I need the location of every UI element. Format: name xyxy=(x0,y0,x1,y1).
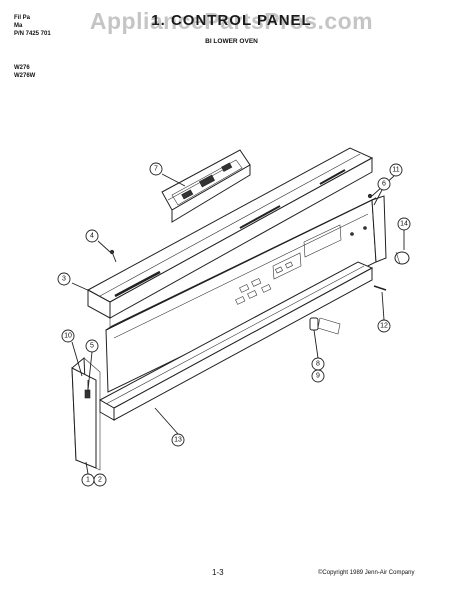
callout-14: 14 xyxy=(397,217,411,231)
header-line: Fil Pa xyxy=(14,15,31,21)
callout-7: 7 xyxy=(149,162,163,176)
callout-8: 8 xyxy=(311,357,325,371)
callout-label: 1 xyxy=(86,477,90,484)
part-hardware xyxy=(84,193,410,399)
header-line: Ma xyxy=(14,23,23,29)
part-top-trim xyxy=(86,147,374,335)
callout-label: 3 xyxy=(62,276,66,283)
callout-1: 1 xyxy=(81,473,95,487)
callout-label: 4 xyxy=(90,233,94,240)
part-end-cap xyxy=(71,356,101,471)
callout-label: 7 xyxy=(154,166,158,173)
callout-2: 2 xyxy=(93,473,107,487)
watermark: AppliancePartsPros.com xyxy=(89,8,374,34)
header-line: P/N 7425 701 xyxy=(14,31,51,37)
callout-label: 10 xyxy=(64,333,72,340)
callout-label: 8 xyxy=(316,361,320,368)
callout-label: 6 xyxy=(382,181,386,188)
model-list: W276 W276W xyxy=(14,64,35,80)
part-control-board xyxy=(161,149,251,223)
callout-5: 5 xyxy=(85,339,99,353)
callout-12: 12 xyxy=(377,319,391,333)
callout-10: 10 xyxy=(61,329,75,343)
callout-6: 6 xyxy=(377,177,391,191)
part-lower-trim xyxy=(98,261,374,421)
callout-label: 5 xyxy=(90,343,94,350)
callout-label: 2 xyxy=(98,477,102,484)
callout-label: 12 xyxy=(380,323,388,330)
page-number: 1-3 xyxy=(212,568,224,577)
callout-9: 9 xyxy=(311,369,325,383)
callout-3: 3 xyxy=(57,272,71,286)
header-info: Fil Pa Ma P/N 7425 701 xyxy=(14,14,51,38)
part-control-panel xyxy=(105,195,387,393)
callout-11: 11 xyxy=(389,163,403,177)
callout-13: 13 xyxy=(171,433,185,447)
page-title: 1. CONTROL PANEL xyxy=(151,12,312,29)
model-number: W276W xyxy=(14,73,36,79)
callout-label: 9 xyxy=(316,373,320,380)
callout-label: 14 xyxy=(400,221,408,228)
callout-label: 11 xyxy=(392,167,399,174)
copyright-notice: ©Copyright 1989 Jenn-Air Company xyxy=(318,570,415,576)
model-number: W276 xyxy=(14,65,30,71)
page-subtitle: BI LOWER OVEN xyxy=(205,38,258,45)
leader-lines xyxy=(71,173,405,475)
callout-label: 13 xyxy=(174,437,182,444)
callout-4: 4 xyxy=(85,229,99,243)
